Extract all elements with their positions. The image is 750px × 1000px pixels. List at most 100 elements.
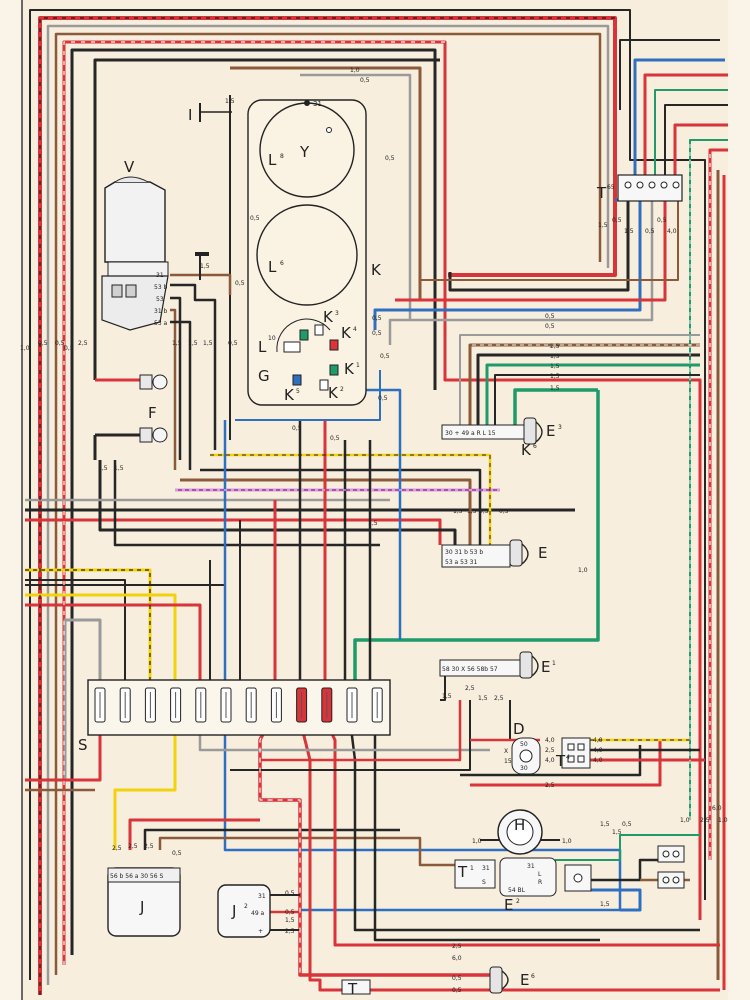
svg-text:0,5: 0,5 [64, 345, 74, 352]
left-margin [0, 0, 22, 1000]
wire-blue-r1 [633, 58, 725, 180]
svg-text:1,5: 1,5 [114, 465, 124, 472]
svg-text:S: S [482, 879, 486, 886]
connector-T-bottom: T [341, 979, 371, 998]
label-L6: L [268, 258, 277, 276]
wire-yellow-left-2 [25, 593, 177, 690]
svg-text:2,5: 2,5 [112, 845, 122, 852]
svg-text:0,5: 0,5 [452, 975, 462, 982]
stripe-yellow-black [25, 569, 151, 690]
wire-grey-T65 [388, 200, 654, 345]
svg-text:31: 31 [482, 865, 490, 872]
svg-text:2,5: 2,5 [494, 695, 504, 702]
svg-text:1: 1 [552, 660, 556, 667]
svg-text:1,5: 1,5 [368, 520, 378, 527]
relay-J: 56 b 56 a 30 56 S J [107, 867, 181, 937]
svg-text:1,5: 1,5 [188, 340, 198, 347]
label-J: J [139, 898, 144, 916]
svg-text:X: X [504, 748, 508, 755]
svg-text:1,5: 1,5 [203, 340, 213, 347]
label-K: K [371, 261, 382, 279]
svg-text:31: 31 [258, 893, 266, 900]
svg-text:58 30 X 56 58b 57: 58 30 X 56 58b 57 [442, 666, 498, 673]
connector-right-lower [657, 871, 685, 889]
svg-text:0,5: 0,5 [499, 508, 509, 515]
wire-red-mid-1 [25, 518, 442, 545]
wire-black-r1 [619, 39, 720, 110]
svg-text:2: 2 [340, 386, 344, 393]
svg-text:1,0: 1,0 [350, 67, 360, 74]
svg-text:1,5: 1,5 [550, 385, 560, 392]
svg-text:31: 31 [156, 272, 164, 279]
label-E: E [538, 544, 547, 562]
svg-text:K: K [284, 386, 295, 404]
svg-text:0,5: 0,5 [380, 353, 390, 360]
svg-text:1,5: 1,5 [225, 98, 235, 105]
label-T: T [347, 980, 358, 998]
label-E2: E [504, 896, 513, 914]
wire-black-bottom [348, 719, 700, 932]
svg-text:K: K [344, 360, 355, 378]
svg-text:56 b 56 a 30 56 S: 56 b 56 a 30 56 S [110, 873, 163, 880]
svg-text:1,5: 1,5 [442, 693, 452, 700]
svg-text:1,5: 1,5 [600, 901, 610, 908]
svg-text:1,5: 1,5 [478, 695, 488, 702]
svg-text:53: 53 [156, 296, 164, 303]
svg-text:2,5: 2,5 [78, 340, 88, 347]
connector-right-upper [657, 845, 685, 863]
switch-F: F [139, 374, 168, 443]
bulb-green-left [299, 329, 309, 341]
fuel-gauge [256, 204, 358, 306]
svg-text:5: 5 [296, 388, 300, 395]
svg-text:2,5: 2,5 [545, 747, 555, 754]
svg-text:0,5: 0,5 [372, 315, 382, 322]
svg-text:4,0: 4,0 [667, 228, 677, 235]
svg-text:0,5: 0,5 [645, 228, 655, 235]
wire-black-bottom-2 [373, 720, 600, 942]
wire-black-T3 [590, 858, 660, 882]
svg-text:0,5: 0,5 [235, 280, 245, 287]
wire-blue-mid-2 [235, 370, 381, 421]
wire-grey-left-1 [63, 618, 102, 780]
svg-text:1,5: 1,5 [98, 465, 108, 472]
wire-green-h1 [485, 363, 700, 425]
svg-text:0,5: 0,5 [385, 155, 395, 162]
horn-E6: E 6 [489, 966, 535, 994]
svg-text:3: 3 [558, 424, 562, 431]
svg-text:L: L [538, 871, 542, 878]
svg-text:4,0: 4,0 [593, 737, 603, 744]
wire-black-mid-2 [98, 460, 457, 545]
wire-brown-J [158, 836, 455, 867]
svg-text:1,0: 1,0 [680, 817, 690, 824]
svg-text:1,5: 1,5 [624, 228, 634, 235]
wire-gauge-labels: 1,0 0,5 1,5 0,5 0,5 0,5 1,5 1,0 0,5 0,5 … [20, 67, 728, 994]
svg-text:2: 2 [244, 903, 248, 910]
stripe-red-black [39, 17, 615, 995]
svg-text:1,0: 1,0 [578, 567, 588, 574]
label-Y: Y [299, 143, 310, 161]
label-T65-sup: 65 [607, 184, 615, 191]
wire-red-J [128, 818, 260, 850]
svg-text:1,5: 1,5 [600, 821, 610, 828]
svg-text:1,5: 1,5 [550, 363, 560, 370]
wire-grey-gauge-top [300, 73, 412, 320]
svg-text:K: K [341, 324, 352, 342]
svg-text:53 b: 53 b [154, 284, 168, 291]
svg-text:1,5: 1,5 [453, 508, 463, 515]
connector-T4: T 4 [555, 737, 591, 770]
wire-red-r2 [673, 123, 728, 180]
svg-text:1,5: 1,5 [172, 340, 182, 347]
connector-T3 [564, 864, 592, 892]
connector-T1: T 1 31 S [454, 859, 496, 889]
wire-black-outer [70, 48, 437, 955]
label-V: V [124, 158, 135, 176]
svg-text:6,0: 6,0 [712, 805, 722, 812]
wire-black-r2 [664, 104, 728, 180]
wire-black-D2 [460, 745, 642, 777]
label-E3: E [546, 422, 555, 440]
svg-text:1: 1 [356, 362, 360, 369]
relay-J2: J 2 31 49 a + [217, 884, 271, 938]
